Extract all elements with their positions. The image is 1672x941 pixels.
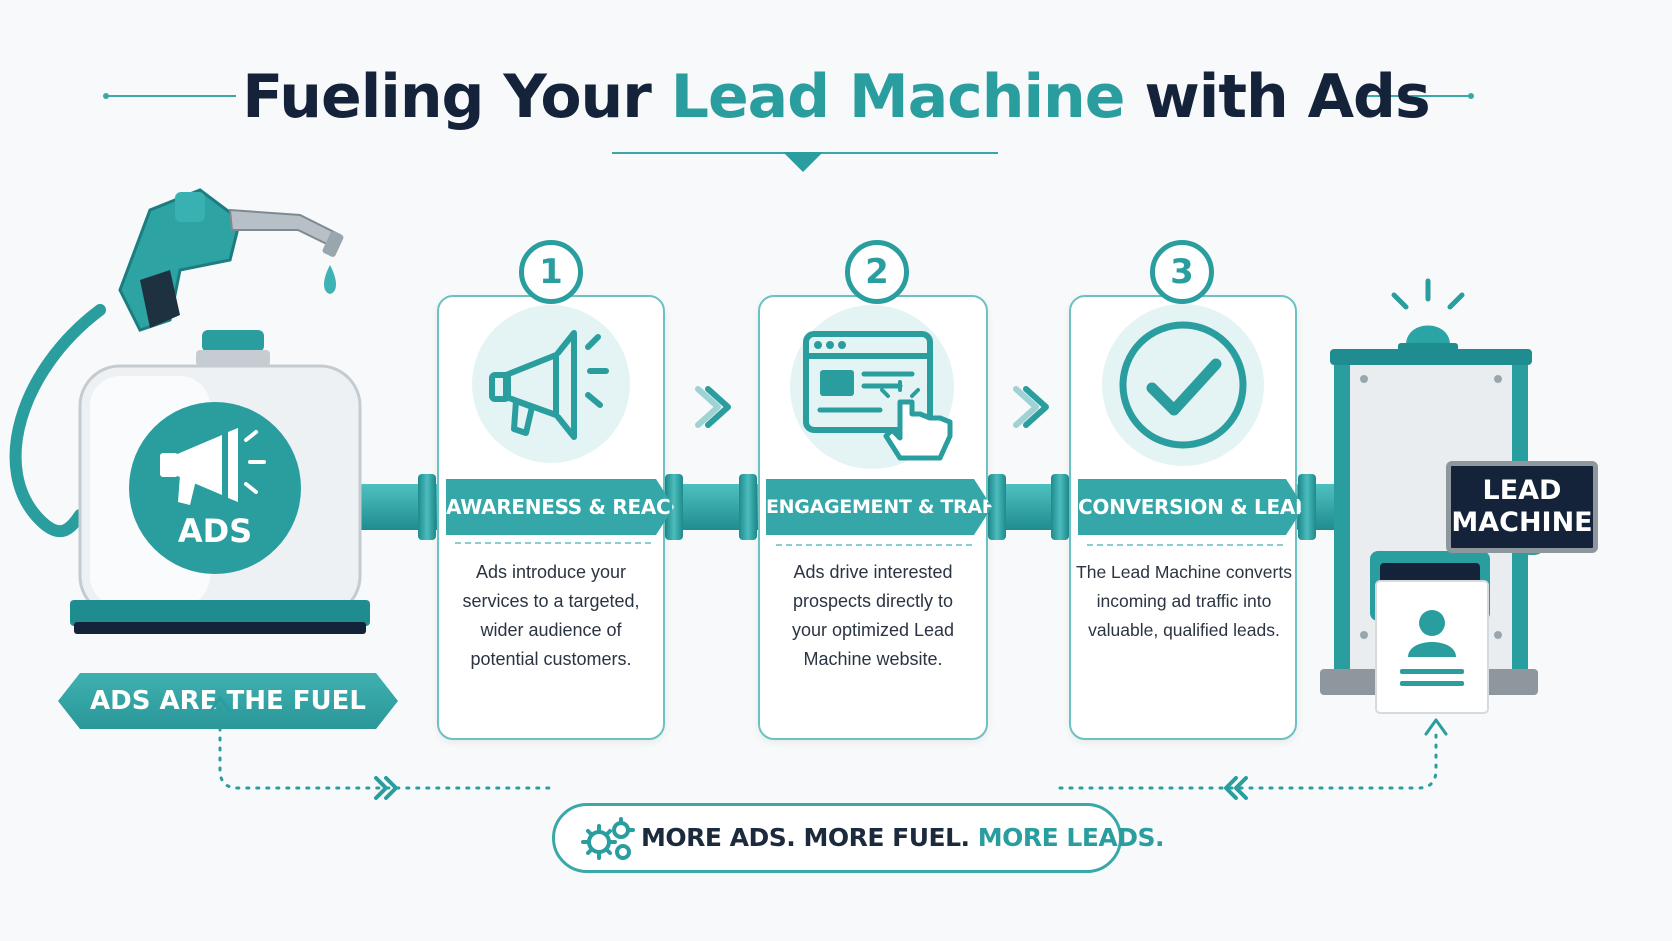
step-divider-2 (776, 544, 972, 546)
footer-slogan-part-1: MORE ADS. MORE FUEL. (641, 823, 970, 852)
title-line-left (108, 95, 236, 97)
desc-line: incoming ad traffic into (1096, 591, 1272, 611)
title-line-right (1362, 95, 1470, 97)
desc-line: potential customers. (470, 649, 632, 669)
desc-line: The Lead Machine converts (1076, 562, 1292, 582)
chevron-right-icon (695, 386, 731, 428)
lead-machine-plate: LEAD MACHINE (1446, 461, 1598, 553)
step-number-2: 2 (845, 240, 909, 304)
pipe-flange (988, 474, 1006, 540)
step-divider-1 (455, 542, 651, 544)
desc-line: your optimized Lead (791, 620, 955, 640)
megaphone-icon (489, 330, 609, 440)
gears-icon (581, 817, 635, 860)
desc-line: wider audience of (480, 620, 622, 640)
step-title-1: AWARENESS & REACH (446, 479, 674, 535)
footer-slogan: MORE ADS. MORE FUEL. MORE LEADS. (641, 806, 1165, 870)
lead-machine-line-2: MACHINE (1451, 507, 1593, 538)
checkmark-icon (1119, 321, 1247, 449)
desc-line: Machine website. (803, 649, 943, 669)
footer-pill: MORE ADS. MORE FUEL. MORE LEADS. (552, 803, 1165, 873)
step-number-3: 3 (1150, 240, 1214, 304)
feedback-loop-arrows (208, 696, 1448, 800)
step-description-3: The Lead Machine converts incoming ad tr… (1073, 558, 1295, 645)
title-line-right-dot (1468, 93, 1474, 99)
desc-line: services to a targeted, (462, 591, 640, 611)
fuel-pump-nozzle-icon (9, 188, 370, 634)
step-divider-3 (1087, 544, 1283, 546)
step-number-1: 1 (519, 240, 583, 304)
title-part-3: with Ads (1144, 62, 1430, 132)
desc-line: Ads drive interested (793, 562, 953, 582)
step-description-1: Ads introduce your services to a targete… (445, 558, 657, 674)
step-icon-circle-3 (1102, 304, 1264, 466)
title-line-left-dot (103, 93, 109, 99)
page-title: Fueling Your Lead Machine with Ads (0, 62, 1672, 132)
pipe-flange (665, 474, 683, 540)
step-title-3: CONVERSION & LEADS (1078, 479, 1304, 535)
lead-machine-line-1: LEAD (1482, 475, 1562, 506)
desc-line: valuable, qualified leads. (1088, 620, 1280, 640)
title-part-1: Fueling Your (242, 62, 652, 132)
browser-click-icon (803, 331, 953, 461)
desc-line: Ads introduce your (475, 562, 627, 582)
title-pointer-icon (783, 152, 823, 172)
tank-label: ADS (177, 512, 253, 550)
pipe-flange (1051, 474, 1069, 540)
chevron-right-icon (1013, 386, 1049, 428)
step-icon-circle-1 (472, 305, 630, 463)
pipe-flange (1298, 474, 1316, 540)
lead-machine-icon (1320, 278, 1546, 714)
pipe-flange (418, 474, 436, 540)
footer-slogan-part-2: MORE LEADS. (977, 823, 1165, 852)
title-part-2: Lead Machine (670, 62, 1126, 132)
step-title-2: ENGAGEMENT & TRAFFIC (766, 479, 992, 535)
fuel-banner: ADS ARE THE FUEL (58, 673, 398, 729)
pipe-flange (739, 474, 757, 540)
step-description-2: Ads drive interested prospects directly … (766, 558, 980, 674)
desc-line: prospects directly to (792, 591, 954, 611)
